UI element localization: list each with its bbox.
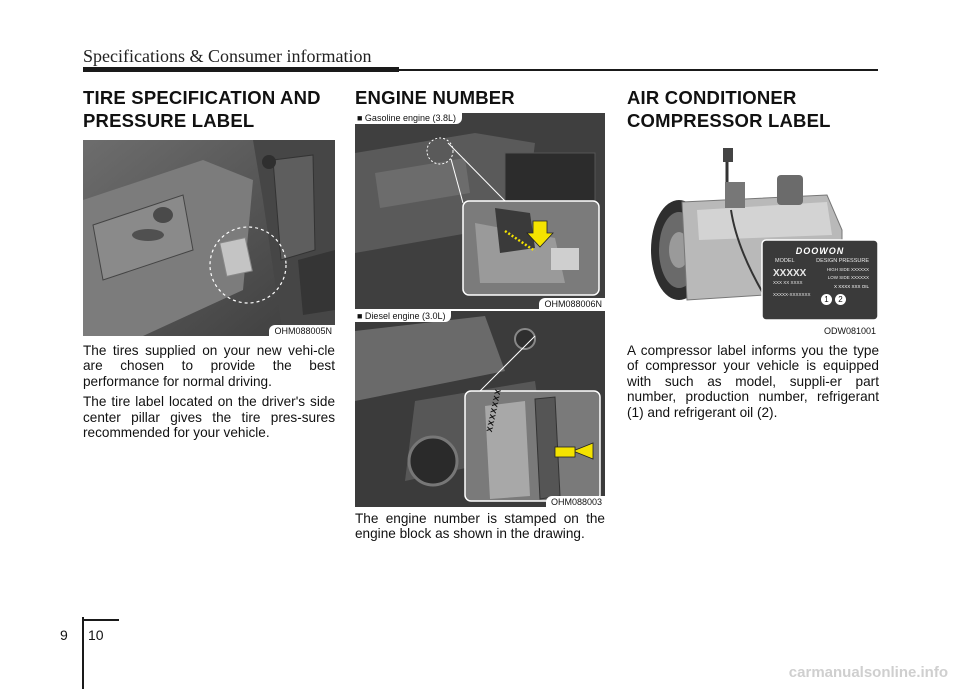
low-side-value: LOW SIDE XXXXXX: [827, 275, 869, 280]
engine-heading: ENGINE NUMBER: [355, 87, 515, 108]
compressor-illustration: [651, 148, 879, 321]
serial-number: XXXXX-XXXXXXX: [773, 292, 811, 297]
tire-label-photo: OHM088005N: [83, 140, 335, 336]
door-pillar-illustration: [83, 140, 335, 336]
footer-rule-vertical: [82, 617, 84, 689]
tire-paragraph-1: The tires supplied on your new vehi-cle …: [83, 343, 335, 389]
chapter-number: 9: [60, 627, 68, 643]
compressor-label-plate: DOOWON MODEL DESIGN PRESSURE XXXXX XXX X…: [767, 244, 873, 316]
design-pressure-label: DESIGN PRESSURE: [816, 258, 869, 264]
engine-body: The engine number is stamped on the engi…: [355, 511, 605, 542]
tire-paragraph-2: The tire label located on the driver's s…: [83, 394, 335, 441]
ac-photo-code: ODW081001: [818, 325, 879, 336]
page-header-title: Specifications & Consumer information: [83, 46, 372, 66]
header-rule-thick: [83, 67, 399, 72]
gasoline-engine-photo: ■ Gasoline engine (3.8L) OHM088006N: [355, 113, 605, 309]
ac-body: A compressor label informs you the type …: [627, 343, 879, 420]
model-label: MODEL: [775, 258, 795, 264]
model-value: XXXXX: [773, 268, 807, 279]
ac-section: AIR CONDITIONER COMPRESSOR LABEL: [627, 86, 879, 132]
diesel-engine-illustration: [355, 311, 605, 507]
tire-heading-line1: TIRE SPECIFICATION AND: [83, 87, 321, 108]
ac-compressor-photo: DOOWON MODEL DESIGN PRESSURE XXXXX XXX X…: [627, 140, 879, 336]
tire-photo-code: OHM088005N: [269, 325, 335, 336]
tire-heading-line2: PRESSURE LABEL: [83, 110, 255, 131]
marker-oil: 2: [835, 294, 846, 305]
model-sub: XXX XX XXXX: [773, 280, 803, 285]
engine-paragraph: The engine number is stamped on the engi…: [355, 511, 605, 542]
footer-rule-horizontal: [83, 619, 119, 621]
oil-line: X XXXX XXX OIL: [833, 284, 869, 289]
compressor-brand: DOOWON: [795, 246, 845, 256]
page-number: 10: [88, 627, 104, 643]
watermark: carmanualsonline.info: [788, 664, 948, 681]
gasoline-engine-label: ■ Gasoline engine (3.8L): [355, 113, 462, 124]
diesel-engine-photo: ■ Diesel engine (3.0L) XXXXXXX OHM088003: [355, 311, 605, 507]
engine-section: ENGINE NUMBER: [355, 86, 605, 109]
gasoline-photo-code: OHM088006N: [539, 298, 605, 309]
ac-heading-line2: COMPRESSOR LABEL: [627, 110, 831, 131]
tire-section: TIRE SPECIFICATION AND PRESSURE LABEL: [83, 86, 335, 132]
marker-refrigerant: 1: [821, 294, 832, 305]
ac-heading: AIR CONDITIONER COMPRESSOR LABEL: [627, 86, 879, 132]
compressor-label-headers: MODEL DESIGN PRESSURE: [767, 256, 873, 264]
diesel-photo-code: OHM088003: [545, 496, 605, 507]
ac-paragraph: A compressor label informs you the type …: [627, 343, 879, 420]
gasoline-engine-illustration: [355, 113, 605, 309]
high-side-value: HIGH SIDE XXXXXX: [826, 267, 869, 272]
diesel-engine-label: ■ Diesel engine (3.0L): [355, 311, 452, 322]
tire-body: The tires supplied on your new vehi-cle …: [83, 343, 335, 440]
ac-heading-line1: AIR CONDITIONER: [627, 87, 797, 108]
header-rule-thin: [399, 69, 878, 71]
tire-heading: TIRE SPECIFICATION AND PRESSURE LABEL: [83, 86, 335, 132]
